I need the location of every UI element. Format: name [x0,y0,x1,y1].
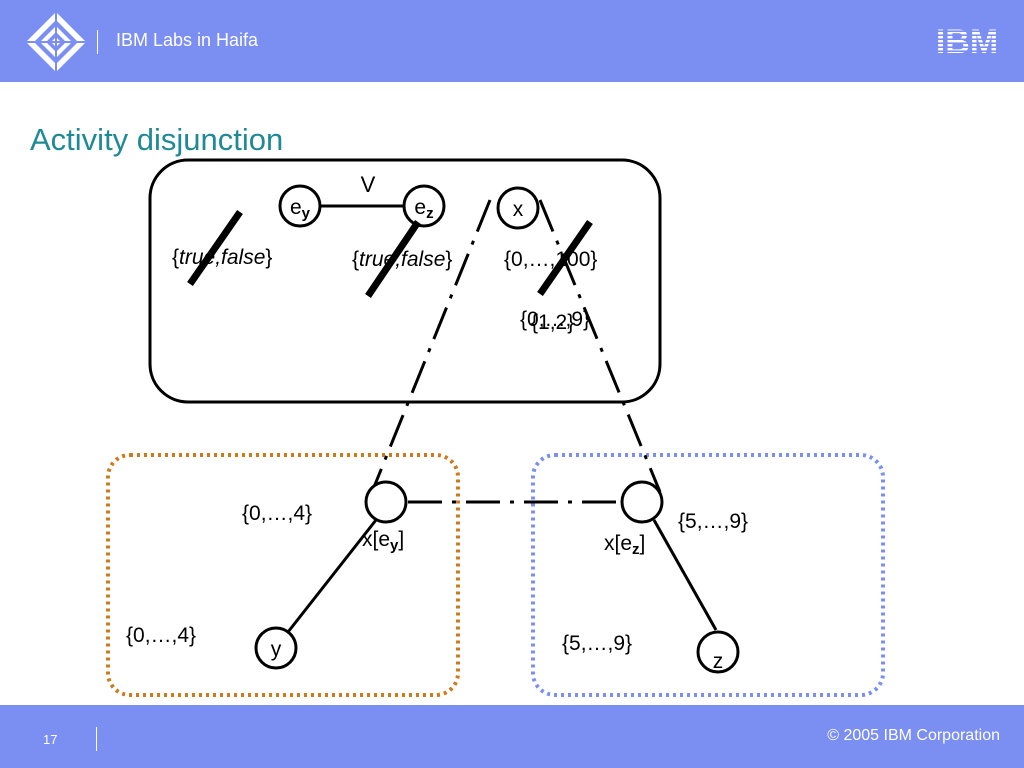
activity-disjunction-diagram: ey ez x V {true,false} {true,false} {0,…… [106,158,885,697]
x-new-domain-label: {0,…,9} [520,308,590,331]
ibm-diamond-logo-icon [26,12,86,72]
node-ez-label: ez [414,196,433,222]
ez-domain-label: {true,false} [352,248,452,271]
node-x-ey-label: x[ey] [362,528,404,554]
copyright: © 2005 IBM Corporation [827,727,1000,744]
node-x-label: x [513,198,524,221]
ibm-logo-icon: IBM [936,24,998,56]
node-z [696,630,740,674]
node-z-domain-label: {5,…,9} [562,632,632,655]
node-x-ey-domain-label: {0,…,4} [242,502,312,525]
header-title: IBM Labs in Haifa [116,30,259,50]
node-x [496,186,540,230]
header-separator [97,30,98,54]
node-x-ez-domain-label: {5,…,9} [678,510,748,533]
right-alternative-box [531,453,885,697]
ey-domain-strike [187,210,243,286]
node-ey [278,184,322,228]
xez-z-edge [652,519,718,631]
node-x-ez [620,480,664,524]
footer-separator [96,727,97,751]
x-to-right-xez-edge [538,199,662,493]
xey-y-edge [286,519,378,633]
header-bar: IBM Labs in Haifa IBM [0,0,1024,82]
x-domain-strike [537,220,593,296]
ibm-logo-text: IBM [936,24,998,56]
node-ey-label: ey [290,196,311,222]
slide-title: Activity disjunction [30,122,284,157]
or-label: V [361,172,376,197]
x-domain-label: {0,…,100} [504,248,597,271]
footer-bar: 17 © 2005 IBM Corporation [0,705,1024,768]
node-z-label: z [713,650,724,673]
node-x-ez-label: x[ez] [604,532,645,558]
node-y [254,626,298,670]
ez-domain-strike [365,220,421,298]
node-x-ey [364,480,408,524]
node-y-label: y [271,638,282,661]
top-constraint-box [148,158,662,404]
page-number: 17 [43,732,58,747]
x-overlay-domain-label: {1,2} [531,311,574,334]
left-alternative-box [106,453,460,697]
node-y-domain-label: {0,…,4} [126,624,196,647]
ey-domain-label: {true,false} [172,246,272,269]
x-to-left-xey-edge [370,199,492,493]
node-ez [402,184,446,228]
